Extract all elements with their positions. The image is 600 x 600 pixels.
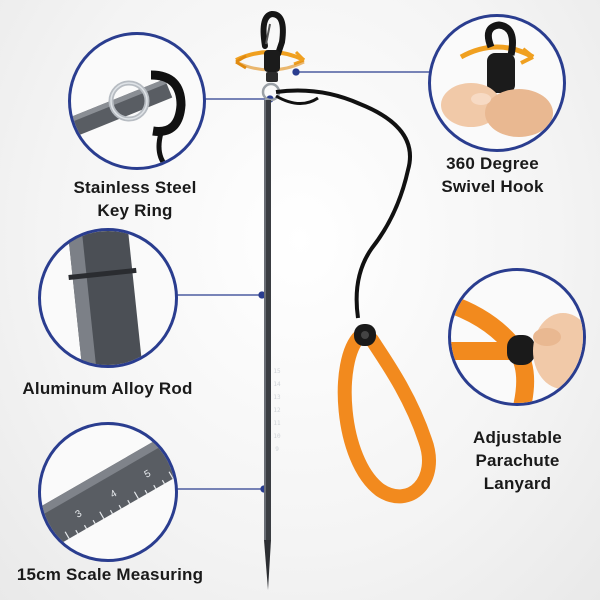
scale-callout: 3 4 5 <box>38 422 178 562</box>
key-ring-callout <box>68 32 206 170</box>
key-ring-icon <box>71 70 186 167</box>
scale-ruler-icon <box>41 432 175 549</box>
lanyard-label-line1: Adjustable <box>473 428 562 447</box>
key-ring-label: Stainless Steel Key Ring <box>40 176 230 222</box>
swivel-hook-label-line2: Swivel Hook <box>441 177 544 196</box>
lanyard-loop-icon <box>451 294 583 403</box>
alloy-rod-icon <box>67 231 144 365</box>
rod-tick: 13 <box>273 394 281 401</box>
snap-hook-icon <box>260 10 286 82</box>
key-ring-label-line2: Key Ring <box>97 201 173 220</box>
lanyard-label: Adjustable Parachute Lanyard <box>445 426 590 495</box>
aluminum-rod-icon <box>264 100 271 590</box>
rod-tick: 15 <box>273 368 281 375</box>
lanyard-loop-icon <box>337 324 436 504</box>
rod-tick: 12 <box>273 407 281 414</box>
alloy-rod-callout <box>38 228 178 368</box>
swivel-hook-icon <box>441 21 553 137</box>
swivel-hook-label: 360 Degree Swivel Hook <box>405 152 580 198</box>
swivel-hook-callout <box>428 14 566 152</box>
alloy-rod-label-line1: Aluminum Alloy Rod <box>22 379 193 398</box>
alloy-rod-label: Aluminum Alloy Rod <box>5 377 210 400</box>
lanyard-label-line3: Lanyard <box>483 474 552 493</box>
lanyard-callout <box>448 268 586 406</box>
rod-scale: 15 14 13 12 11 10 9 <box>270 365 284 456</box>
scale-label: 15cm Scale Measuring <box>5 563 215 586</box>
key-ring-label-line1: Stainless Steel <box>73 178 197 197</box>
lanyard-label-line2: Parachute <box>475 451 560 470</box>
rod-tick: 11 <box>273 420 281 427</box>
rod-tick: 14 <box>273 381 281 388</box>
scale-label-line1: 15cm Scale Measuring <box>16 565 204 584</box>
cord-line <box>275 88 412 319</box>
rod-tick: 10 <box>273 433 281 440</box>
connector-dot-swivel <box>292 68 300 76</box>
rod-tick: 9 <box>275 446 279 453</box>
swivel-hook-label-line1: 360 Degree <box>446 154 539 173</box>
